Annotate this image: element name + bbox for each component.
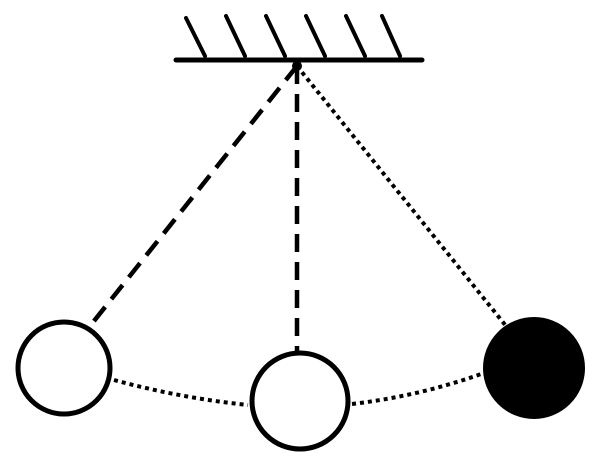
pendulum-strings bbox=[88, 64, 508, 352]
left-bob bbox=[15, 319, 113, 417]
swing-arc-right bbox=[351, 371, 485, 406]
right-string bbox=[295, 64, 508, 328]
ceiling-support bbox=[173, 14, 425, 63]
hatched-support-icon bbox=[184, 14, 402, 58]
right-bob bbox=[483, 317, 585, 419]
left-string bbox=[88, 64, 299, 328]
swing-arc-left bbox=[113, 378, 249, 407]
center-bob bbox=[249, 350, 351, 452]
